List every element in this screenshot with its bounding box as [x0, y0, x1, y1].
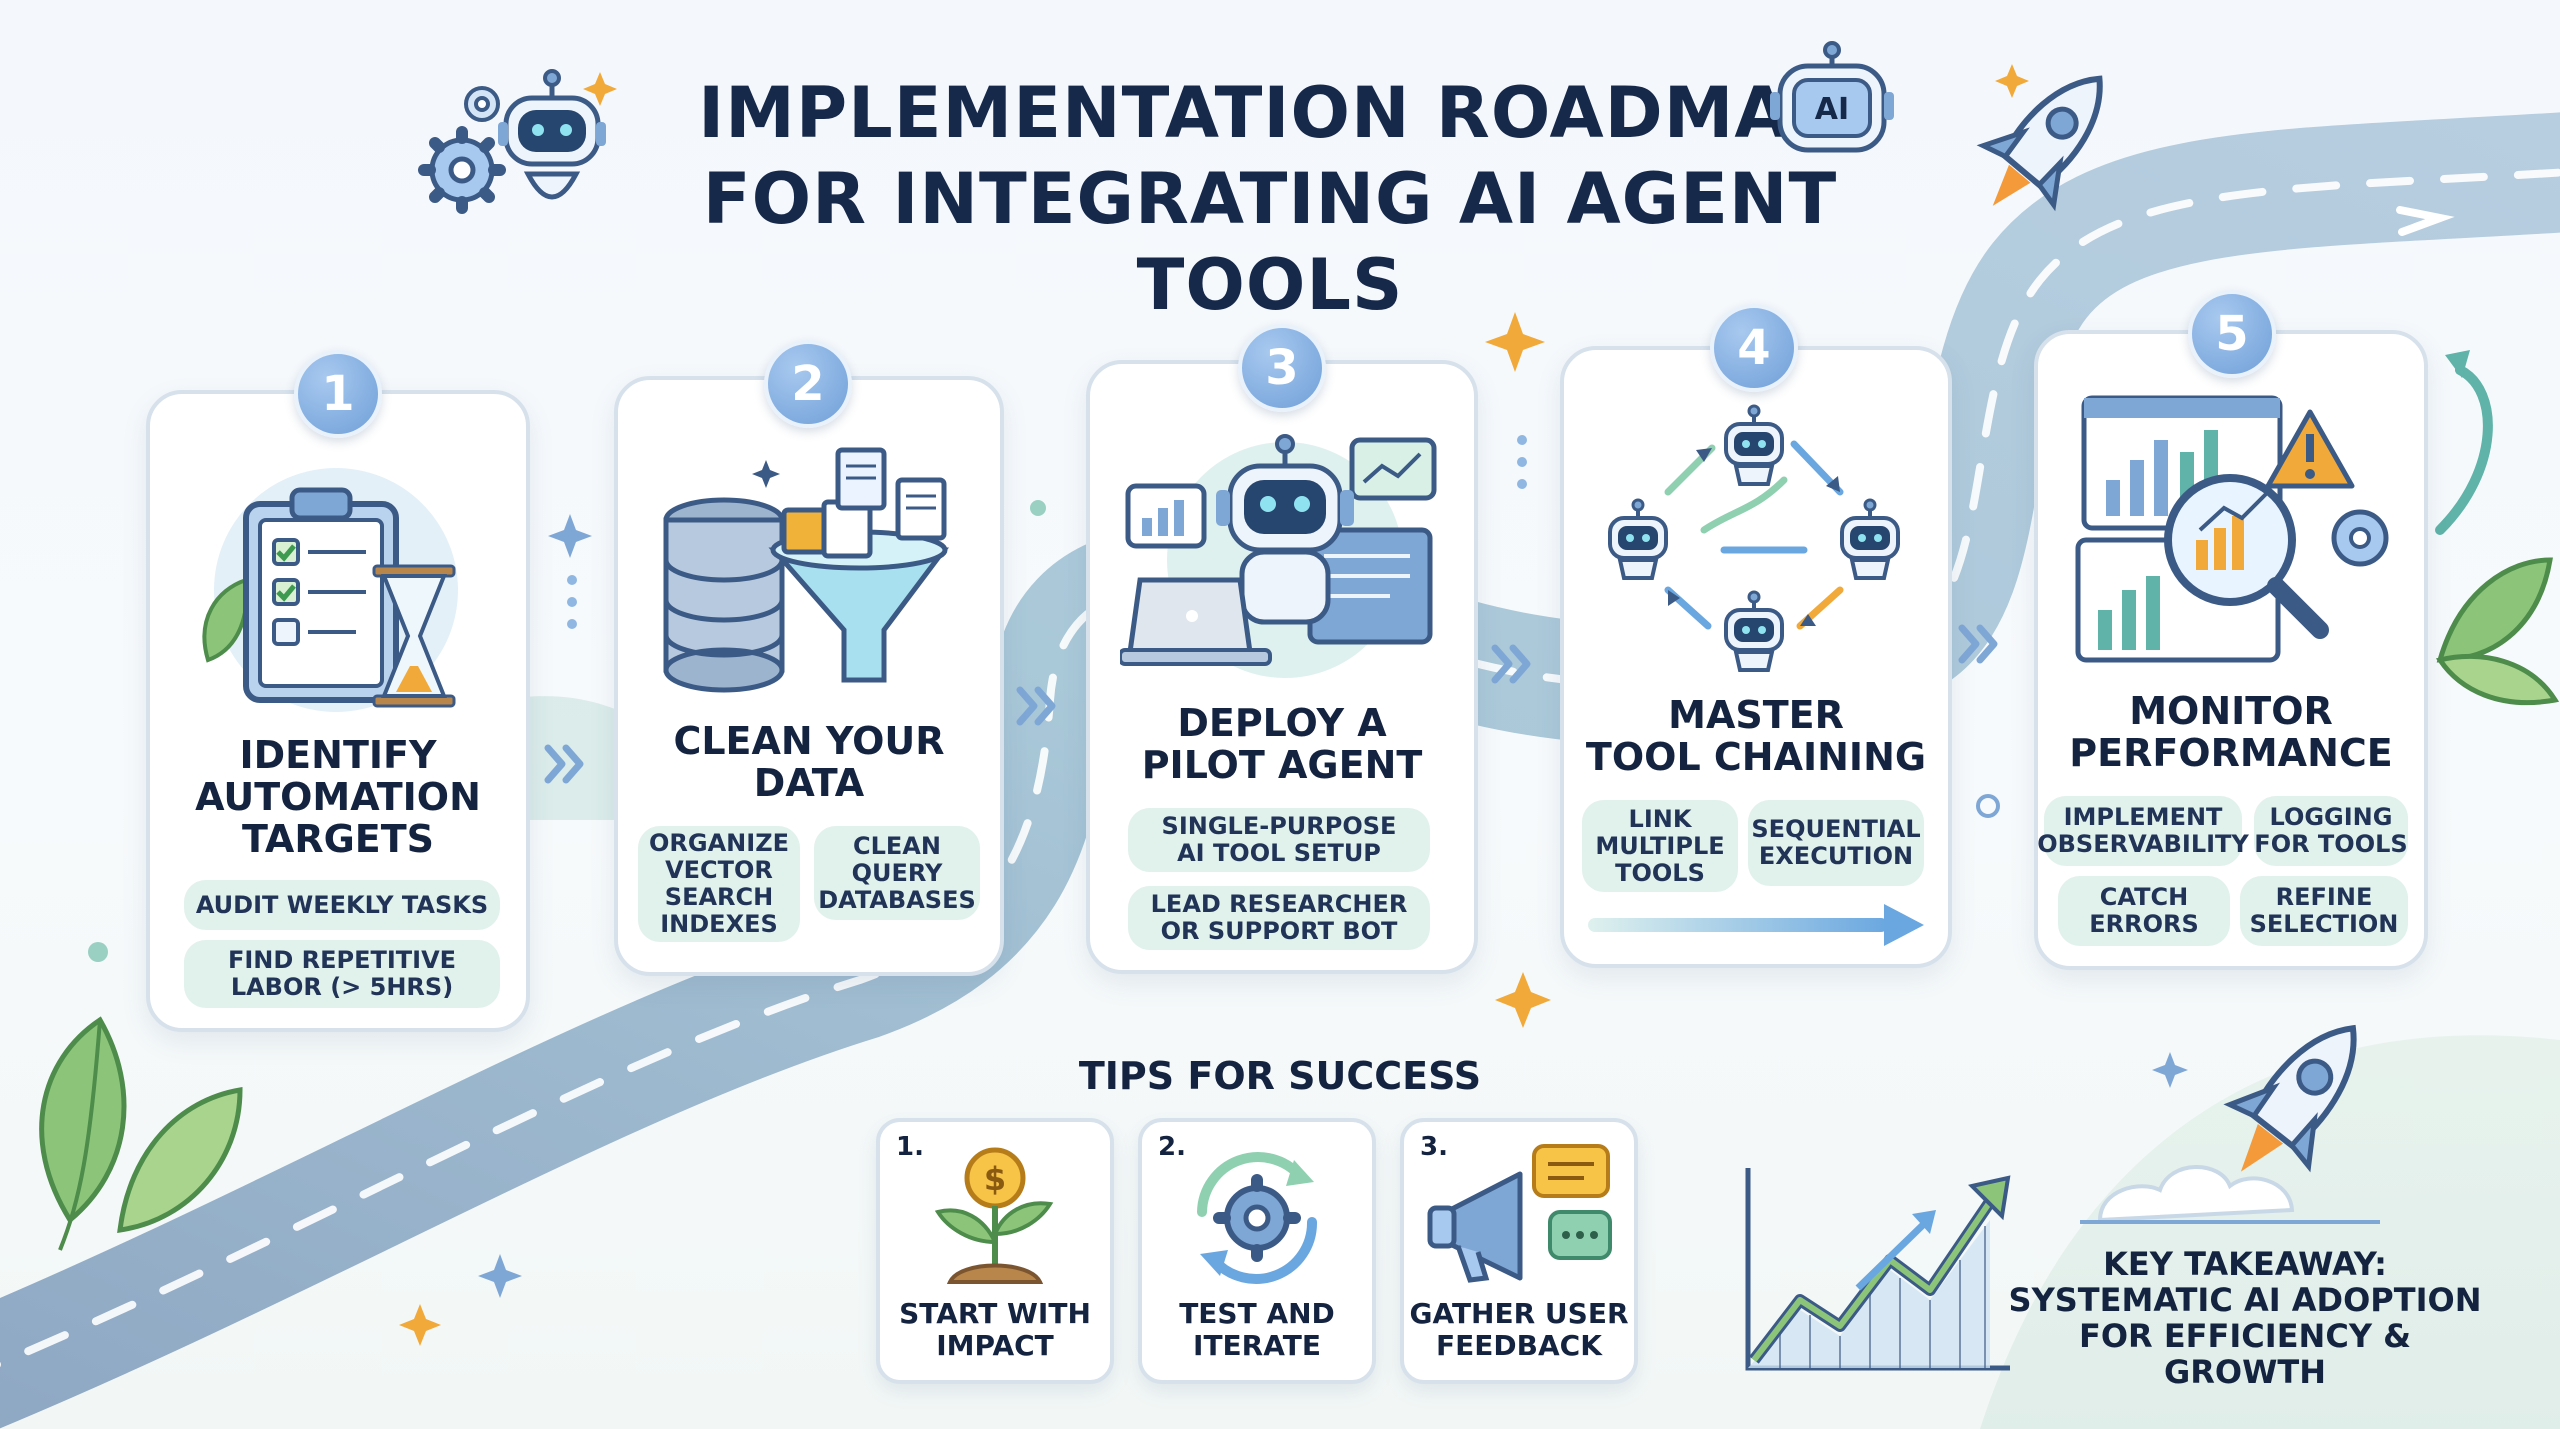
progress-arrow-icon — [1588, 904, 1924, 946]
tip-label-2: TEST AND ITERATE — [1179, 1297, 1335, 1362]
pill-sequential-execution: SEQUENTIAL EXECUTION — [1748, 800, 1924, 886]
database-funnel-icon — [663, 447, 949, 693]
step-badge-2: 2 — [764, 340, 852, 428]
rocket-launch-icon — [2080, 1024, 2380, 1224]
pill-organize-vector-indexes: ORGANIZE VECTOR SEARCH INDEXES — [638, 826, 800, 942]
tip-number-1: 1. — [896, 1132, 924, 1162]
hill-right — [1980, 1035, 2560, 1429]
pill-refine-selection: REFINE SELECTION — [2240, 876, 2408, 946]
tip-card-2: 2. TEST AND ITERATE — [1138, 1118, 1376, 1384]
step-title-3: DEPLOY A PILOT AGENT — [1141, 701, 1423, 787]
chevron-arrows — [544, 624, 1998, 784]
ai-badge-label: AI — [1814, 92, 1850, 127]
pill-lead-researcher-bot: LEAD RESEARCHER OR SUPPORT BOT — [1128, 886, 1430, 950]
pill-clean-query-databases: CLEAN QUERY DATABASES — [814, 826, 980, 920]
pill-link-multiple-tools: LINK MULTIPLE TOOLS — [1582, 800, 1738, 892]
step-title-1: IDENTIFY AUTOMATION TARGETS — [195, 733, 481, 861]
dashboard-magnifier-icon — [2075, 395, 2389, 663]
tip-label-3: GATHER USER FEEDBACK — [1409, 1297, 1629, 1362]
robot-laptop-icon — [1120, 434, 1437, 678]
tip-label-1: START WITH IMPACT — [899, 1297, 1091, 1362]
tip-number-2: 2. — [1158, 1132, 1186, 1162]
step-badge-5: 5 — [2188, 290, 2276, 378]
leaf-plant-right — [2435, 557, 2560, 706]
tips-title: TIPS FOR SUCCESS — [1078, 1054, 1482, 1098]
key-takeaway: KEY TAKEAWAY: SYSTEMATIC AI ADOPTION FOR… — [1995, 1246, 2495, 1390]
pill-find-repetitive-labor: FIND REPETITIVE LABOR (> 5HRS) — [184, 940, 500, 1008]
step-title-4: MASTER TOOL CHAINING — [1585, 693, 1927, 779]
tip-card-1: 1. $ START WITH IMPACT — [876, 1118, 1114, 1384]
step-title-2: CLEAN YOUR DATA — [673, 719, 945, 805]
leaf-plant-left — [39, 1016, 243, 1251]
tip-card-3: 3. GATHER USER FEEDBACK — [1400, 1118, 1638, 1384]
step-badge-3: 3 — [1238, 324, 1326, 412]
pill-implement-observability: IMPLEMENT OBSERVABILITY — [2037, 796, 2249, 866]
clipboard-hourglass-icon — [202, 468, 458, 712]
page-title: IMPLEMENTATION ROADMAP FOR INTEGRATING A… — [560, 70, 1980, 328]
step-badge-1: 1 — [294, 350, 382, 438]
robot-chain-icon — [1608, 404, 1900, 672]
cycle-arrow-icon — [2435, 350, 2493, 535]
pill-catch-errors: CATCH ERRORS — [2058, 876, 2230, 946]
pill-logging-for-tools: LOGGING FOR TOOLS — [2254, 796, 2408, 866]
title-line-2: FOR INTEGRATING AI AGENT TOOLS — [702, 158, 1838, 326]
gear-cycle-icon — [1197, 1152, 1318, 1284]
megaphone-chat-icon — [1427, 1144, 1612, 1283]
step-title-5: MONITOR PERFORMANCE — [2069, 689, 2393, 775]
takeaway-heading: KEY TAKEAWAY: — [2103, 1245, 2387, 1283]
sparkle-blue — [478, 514, 2188, 1298]
pill-single-purpose-setup: SINGLE-PURPOSE AI TOOL SETUP — [1128, 808, 1430, 872]
road-arrow — [2396, 206, 2455, 236]
money-plant-icon: $ — [934, 1147, 1054, 1284]
svg-text:$: $ — [984, 1160, 1006, 1198]
step-badge-4: 4 — [1710, 304, 1798, 392]
title-line-1: IMPLEMENTATION ROADMAP — [698, 72, 1842, 154]
pill-audit-weekly-tasks: AUDIT WEEKLY TASKS — [184, 880, 500, 930]
growth-chart-icon — [1745, 1168, 2011, 1371]
tip-number-3: 3. — [1420, 1132, 1448, 1162]
